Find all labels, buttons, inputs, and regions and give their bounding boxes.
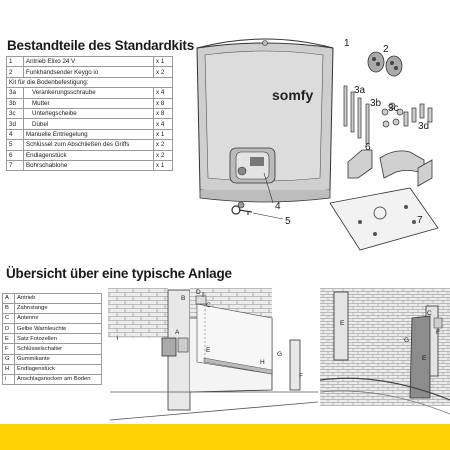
legend-description: Zahnstange <box>14 303 102 315</box>
table-cell-quantity: x 1 <box>153 159 173 172</box>
label-C-right: C <box>427 310 432 317</box>
installation-perspective-view <box>319 288 450 415</box>
legend-key: C <box>2 313 15 325</box>
label-F-right: F <box>436 329 440 336</box>
callout-5: 5 <box>285 216 291 227</box>
label-H: H <box>260 359 265 366</box>
installation-front-view <box>108 288 319 421</box>
legend-key: H <box>2 363 15 375</box>
label-E: E <box>206 347 211 354</box>
legend-key: i <box>2 373 15 385</box>
label-A: A <box>175 329 180 336</box>
legend-description: Endlagenstück <box>14 363 102 375</box>
legend-description: Satz Fotozellen <box>14 333 102 345</box>
section-title-components: Bestandteile des Standardkits <box>7 38 195 53</box>
legend-key: G <box>2 353 15 365</box>
legend-description: Antrieb <box>14 292 102 305</box>
legend-key: B <box>2 303 15 315</box>
label-D: D <box>196 289 201 296</box>
label-E-right2: E <box>422 355 427 362</box>
legend-key: D <box>2 323 15 335</box>
anchor-screws <box>343 85 433 145</box>
legend-description: Antenne <box>14 313 102 325</box>
label-E-right: E <box>340 320 345 327</box>
remote-controls <box>367 51 403 77</box>
end-stops <box>347 149 433 187</box>
callout-3d: 3d <box>418 121 429 132</box>
drilling-template <box>329 187 439 251</box>
legend-key: E <box>2 333 15 345</box>
label-G-right: G <box>404 337 409 344</box>
label-i: i <box>117 335 118 342</box>
section-title-overview: Übersicht über eine typische Anlage <box>6 266 232 281</box>
callout-3a: 3a <box>354 85 366 96</box>
legend-description: Schlüsselschalter <box>14 343 102 355</box>
callout-6: 6 <box>365 142 371 153</box>
callout-1: 1 <box>344 38 350 49</box>
legend-key: A <box>2 292 15 305</box>
label-C: C <box>206 302 211 309</box>
accent-band <box>0 424 450 450</box>
legend-description: Gelbe Warnleuchte <box>14 323 102 335</box>
label-G: G <box>277 351 282 358</box>
legend-description: Gummikante <box>14 353 102 365</box>
callout-7: 7 <box>417 215 423 226</box>
callout-2: 2 <box>383 44 389 55</box>
legend-description: Anschlagsnocken am Boden <box>14 373 102 385</box>
callout-3c: 3c <box>388 103 399 114</box>
brand-logo: somfy <box>272 87 313 103</box>
callout-3b: 3b <box>370 98 382 109</box>
manual-release-key <box>231 201 253 215</box>
motor-unit: somfy <box>196 38 334 203</box>
label-B: B <box>181 295 185 302</box>
label-F: F <box>299 373 303 380</box>
legend-key: F <box>2 343 15 355</box>
callout-4: 4 <box>275 201 281 212</box>
